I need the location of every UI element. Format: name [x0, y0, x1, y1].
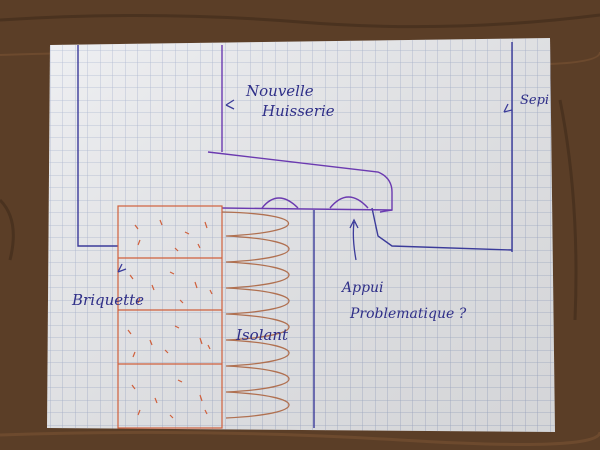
label-isolant: Isolant: [235, 326, 289, 344]
graph-paper-sheet: [47, 38, 555, 432]
label-briquette: Briquette: [71, 291, 144, 309]
new-door-frame: [207, 45, 393, 213]
label-nouvelle: Nouvelle: [245, 82, 314, 100]
wall-outline: [77, 42, 513, 428]
label-sepi: Sepi: [520, 93, 549, 108]
label-appui: Appui: [340, 280, 384, 296]
label-huisserie: Huisserie: [261, 102, 335, 120]
label-problematique: Problematique ?: [349, 306, 467, 322]
isolant-insulation: [221, 211, 290, 419]
briquette-wall: [117, 205, 223, 429]
annotation-arrows: [117, 99, 513, 273]
